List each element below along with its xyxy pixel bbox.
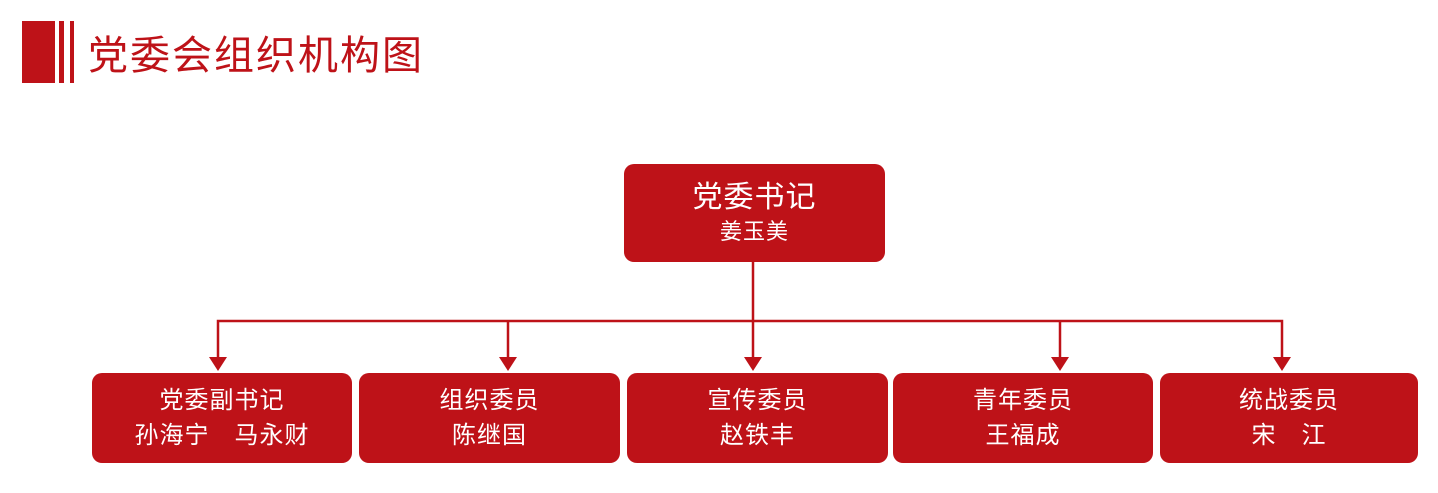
node-person-name: 陈继国 xyxy=(452,422,527,449)
title-accent-mark xyxy=(22,21,74,83)
org-node-youth-member: 青年委员 王福成 xyxy=(893,373,1153,463)
accent-rect xyxy=(22,21,55,83)
arrowhead-icon xyxy=(209,357,227,371)
node-title: 宣传委员 xyxy=(707,387,808,414)
accent-bar xyxy=(59,21,64,83)
node-person-name: 赵铁丰 xyxy=(720,422,795,449)
node-person-name: 宋 江 xyxy=(1251,422,1327,449)
node-person-name: 王福成 xyxy=(985,422,1061,449)
accent-bar xyxy=(69,21,74,83)
node-title: 党委书记 xyxy=(692,181,817,214)
node-person-name: 姜玉美 xyxy=(719,219,789,244)
arrowhead-icon xyxy=(1051,357,1069,371)
arrowhead-icon xyxy=(499,357,517,371)
org-node-united-front-member: 统战委员 宋 江 xyxy=(1160,373,1418,463)
arrowhead-icon xyxy=(1273,357,1291,371)
connector-rail xyxy=(216,319,1284,358)
page-title: 党委会组织机构图 xyxy=(88,33,424,78)
org-node-publicity-member: 宣传委员 赵铁丰 xyxy=(627,373,888,463)
arrowhead-icon xyxy=(744,357,762,371)
org-node-root-secretary: 党委书记 姜玉美 xyxy=(624,164,885,262)
org-node-organization-member: 组织委员 陈继国 xyxy=(359,373,620,463)
node-title: 统战委员 xyxy=(1239,387,1339,414)
node-title: 组织委员 xyxy=(439,387,540,414)
node-title: 党委副书记 xyxy=(159,387,285,414)
org-node-deputy-secretary: 党委副书记 孙海宁 马永财 xyxy=(92,373,352,463)
node-person-name: 孙海宁 马永财 xyxy=(134,422,310,449)
node-title: 青年委员 xyxy=(973,387,1073,414)
